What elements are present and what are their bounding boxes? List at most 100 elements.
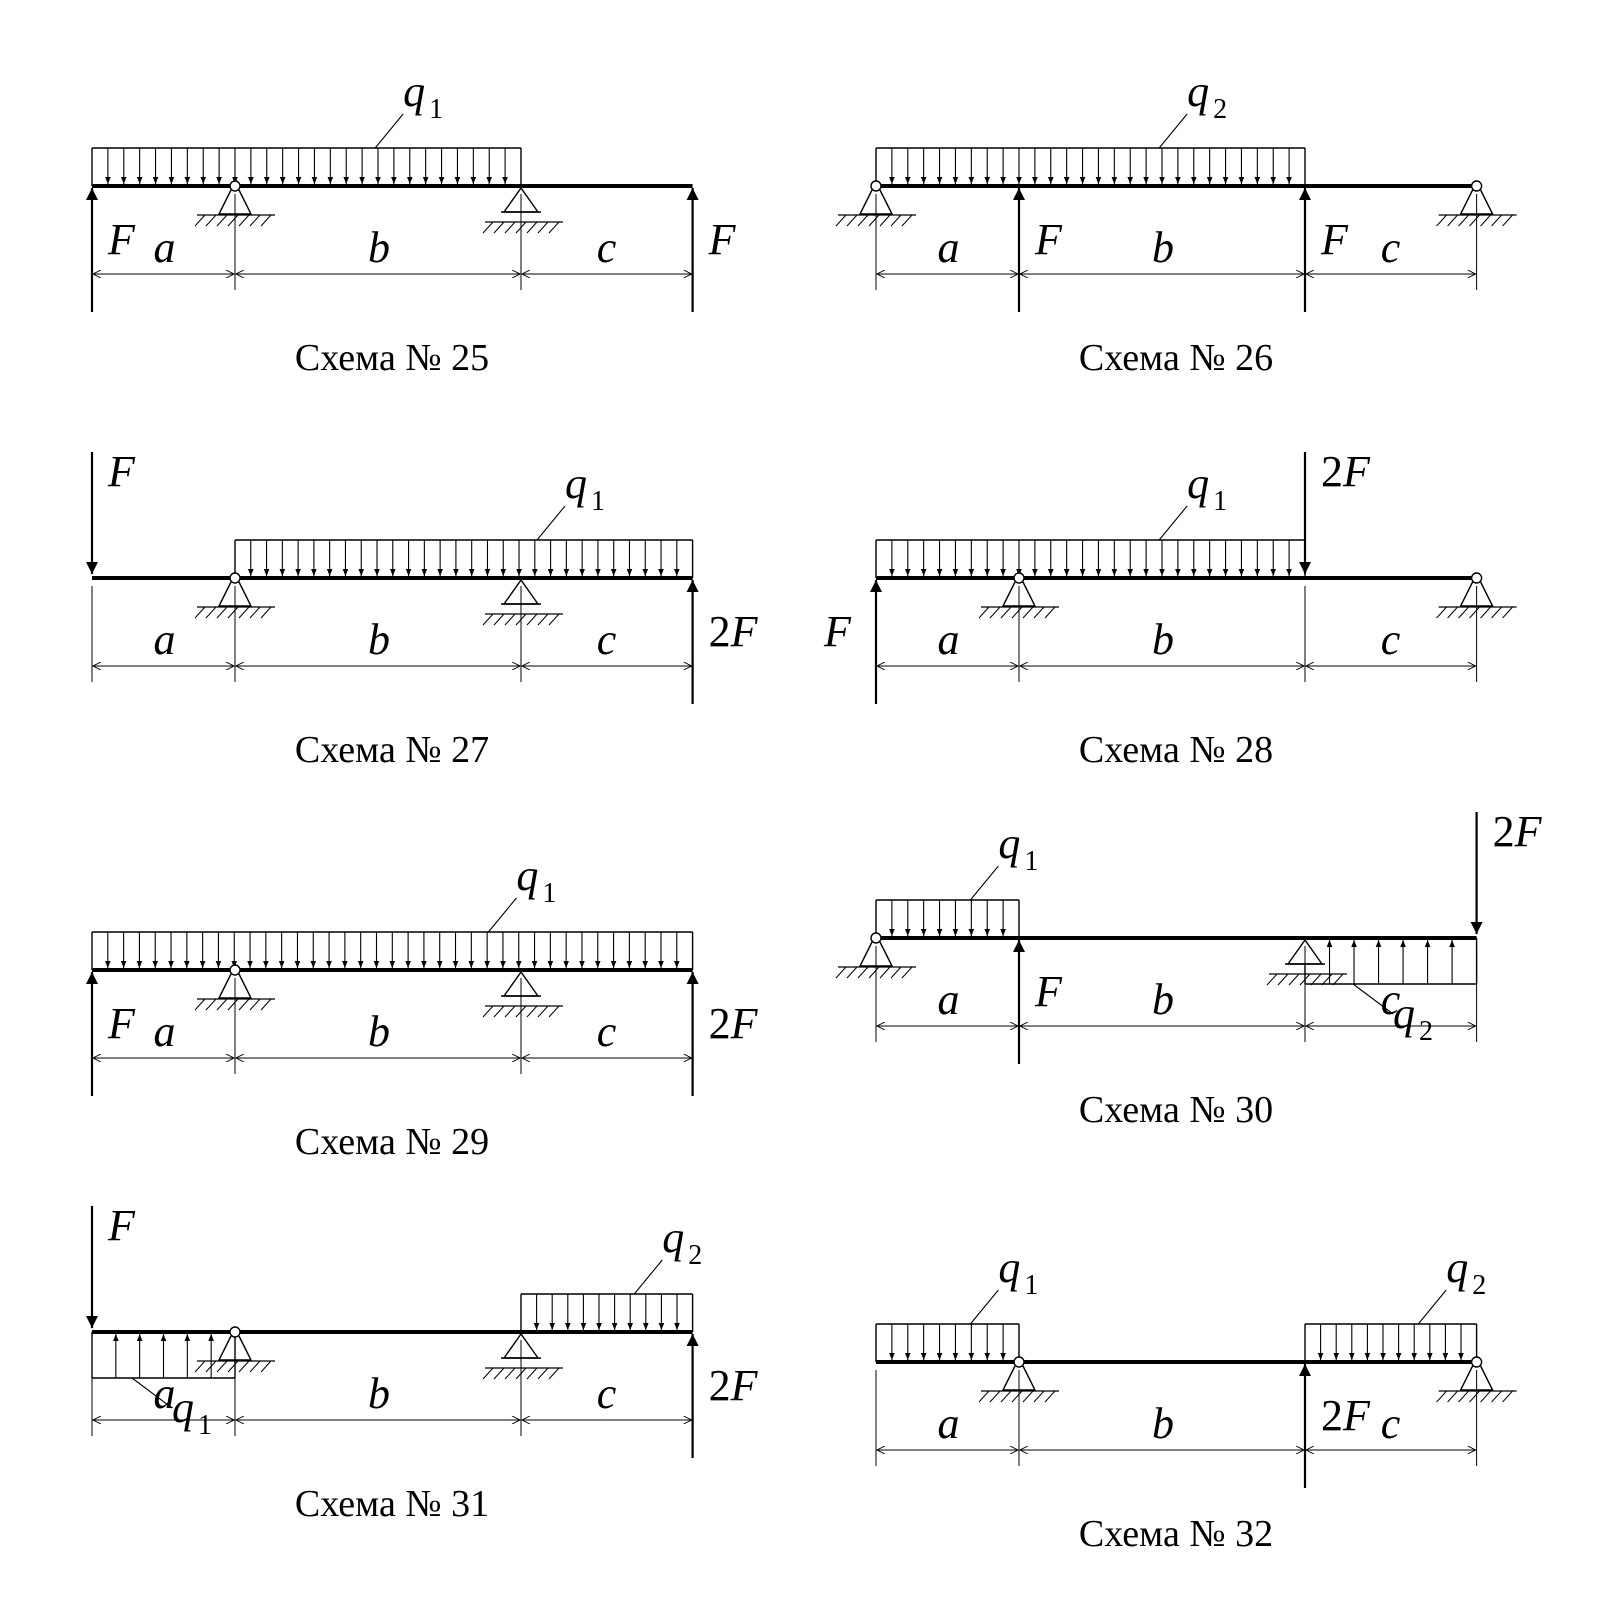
ground-hatch: [1288, 973, 1300, 986]
load-leader: [633, 1259, 663, 1295]
force-F: F: [823, 580, 882, 704]
scheme-caption: Схема № 29: [295, 1121, 489, 1163]
ground-hatch: [194, 1360, 206, 1373]
subscript: 1: [429, 94, 443, 125]
pin-support: [194, 1326, 275, 1373]
dimension-label: c: [1381, 615, 1401, 664]
symbol: b: [368, 615, 390, 664]
ground-hatch: [548, 1367, 560, 1380]
symbol: b: [368, 1007, 390, 1056]
coefficient: 2: [709, 607, 731, 656]
symbol: b: [1152, 615, 1174, 664]
ground-hatch: [1266, 973, 1278, 986]
roller-support: [482, 186, 563, 234]
pin-support: [194, 964, 275, 1011]
ground-hatch: [194, 998, 206, 1011]
dimension-label: b: [1152, 615, 1174, 664]
ground-hatch: [249, 998, 261, 1011]
ground-hatch: [205, 606, 217, 619]
dimension-a: a: [875, 1370, 1020, 1466]
force-F: F: [86, 447, 136, 574]
symbol: c: [597, 1369, 617, 1418]
scheme-caption: Схема № 31: [295, 1483, 489, 1525]
ground-hatch: [1480, 1390, 1491, 1403]
dimension-label: a: [938, 1399, 960, 1448]
dimension-label: a: [154, 615, 176, 664]
subscript: 1: [1024, 1270, 1038, 1301]
force-label: F: [823, 607, 852, 656]
ground-hatch: [205, 998, 217, 1011]
ground-hatch: [1022, 1390, 1034, 1403]
roller-support: [482, 970, 563, 1018]
ground-hatch: [1436, 606, 1447, 619]
symbol: F: [107, 215, 136, 264]
scheme-caption: Схема № 25: [295, 337, 489, 379]
symbol: q: [1446, 1243, 1468, 1292]
hinge-circle: [229, 1326, 241, 1338]
dimension-b: b: [234, 1340, 522, 1436]
ground-hatch: [504, 221, 516, 234]
load-leader: [374, 113, 404, 149]
dimension-label: b: [368, 1369, 390, 1418]
ground-hatch: [1458, 214, 1469, 227]
ground-hatch: [249, 1360, 261, 1373]
dimension-a: a: [875, 946, 1020, 1042]
ground-hatch: [493, 1367, 505, 1380]
ground-hatch: [868, 214, 880, 227]
ground-hatch: [526, 613, 538, 626]
dimension-label: a: [938, 615, 960, 664]
ground-hatch: [857, 214, 869, 227]
dimension-label: a: [154, 1007, 176, 1056]
dimension-label: c: [1381, 223, 1401, 272]
symbol: c: [1381, 975, 1401, 1024]
load-leader: [969, 1289, 999, 1325]
ground-hatch: [890, 966, 902, 979]
ground-hatch: [1033, 606, 1045, 619]
dimension-label: a: [154, 223, 176, 272]
ground-hatch: [1447, 214, 1458, 227]
dimension-label: c: [597, 1007, 617, 1056]
symbol: F: [107, 999, 136, 1048]
force-F: F: [86, 188, 136, 312]
ground-hatch: [482, 1005, 494, 1018]
ground-hatch: [978, 1390, 990, 1403]
ground-hatch: [205, 214, 217, 227]
load-leader: [536, 505, 566, 541]
ground-hatch: [537, 1005, 549, 1018]
symbol: F: [107, 1201, 136, 1250]
symbol: q: [403, 67, 425, 116]
force-label: F: [107, 1201, 136, 1250]
ground-hatch: [216, 1360, 228, 1373]
ground-hatch: [1502, 214, 1513, 227]
ground-hatch: [879, 214, 891, 227]
symbol: c: [597, 615, 617, 664]
ground-hatch: [216, 214, 228, 227]
ground-hatch: [526, 221, 538, 234]
symbol: q: [516, 851, 538, 900]
symbol: c: [1381, 1399, 1401, 1448]
force-F: F: [1013, 940, 1063, 1064]
subscript: 1: [1213, 486, 1227, 517]
dimension-label: c: [1381, 975, 1401, 1024]
dimension-label: b: [1152, 975, 1174, 1024]
dimension-label: c: [597, 223, 617, 272]
dimension-label: a: [938, 223, 960, 272]
ground-hatch: [835, 966, 847, 979]
ground-hatch: [238, 998, 250, 1011]
symbol: q: [998, 819, 1020, 868]
force-2F: 2F: [1299, 1364, 1371, 1488]
symbol: a: [154, 1369, 176, 1418]
